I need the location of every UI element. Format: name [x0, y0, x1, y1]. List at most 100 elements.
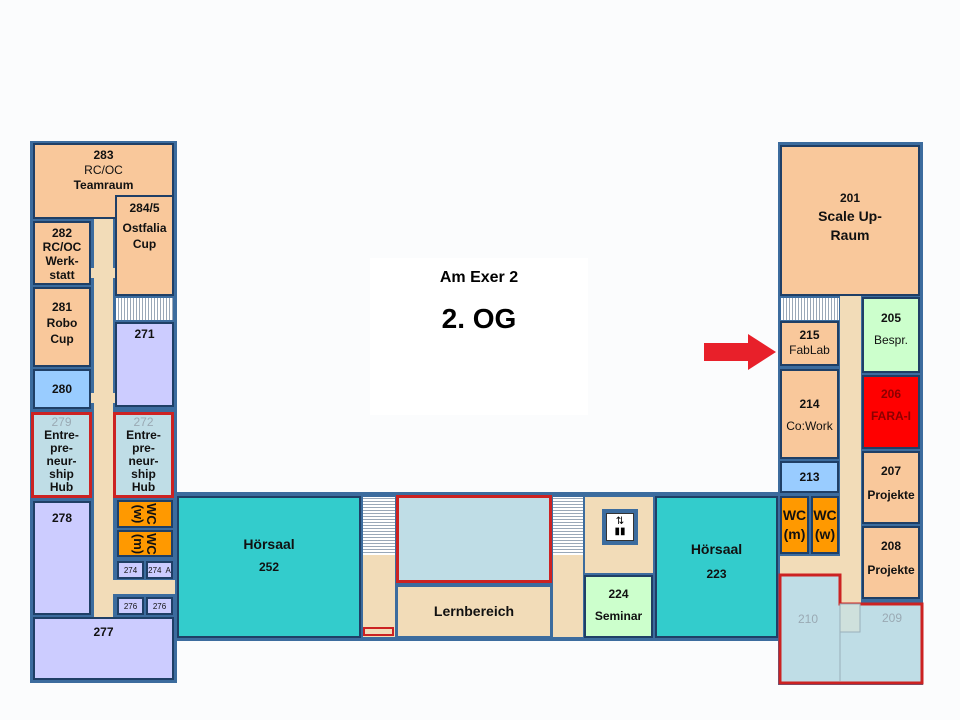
- room-283-number: 283: [93, 148, 114, 162]
- lecture-hall-223: Hörsaal 223: [655, 496, 778, 638]
- room-215-label: FabLab: [789, 343, 830, 357]
- room-272-number: 272: [133, 415, 154, 429]
- room-280-number: 280: [51, 381, 73, 396]
- room-206-label: FARA-I: [871, 409, 911, 423]
- wc-label: (m): [783, 526, 806, 542]
- room-205-number: 205: [880, 311, 902, 325]
- room-214-number: 214: [799, 397, 820, 411]
- wc-label: WC: [813, 507, 837, 523]
- room-283-label: RC/OC: [84, 163, 123, 177]
- left-corridor-branch: [90, 268, 116, 278]
- hub-label: ship: [131, 467, 156, 481]
- room-210: 210: [798, 612, 819, 626]
- wc-w-left: WC (w): [117, 500, 173, 528]
- red-arrow-icon: [704, 334, 776, 370]
- room-282-label: Werk-: [45, 254, 79, 268]
- room-206-number: 206: [880, 387, 902, 401]
- room-274: 274: [117, 561, 144, 579]
- stairs-middle-left: [363, 497, 395, 555]
- hub-label: neur-: [128, 454, 159, 468]
- red-marker: [363, 627, 394, 636]
- left-corridor-branch: [90, 393, 116, 403]
- room-215-number: 215: [799, 328, 820, 342]
- hub-label: pre-: [132, 441, 155, 455]
- left-stairs: [116, 298, 173, 320]
- room-213: 213: [780, 461, 839, 493]
- room-205-label: Bespr.: [873, 333, 909, 347]
- room-279-number: 279: [51, 415, 72, 429]
- room-208-number: 208: [880, 539, 902, 553]
- rooms-209-210-area: [778, 573, 924, 685]
- lernbereich: Lernbereich: [396, 585, 552, 638]
- hub-label: Entre-: [44, 428, 79, 442]
- left-corridor: [94, 218, 113, 618]
- room-276b-number: 276: [152, 601, 167, 611]
- wc-w-right: WC(w): [811, 496, 839, 554]
- room-277-number: 277: [93, 625, 114, 639]
- room-278: 278: [33, 501, 91, 615]
- left-corridor-branch: [113, 580, 175, 594]
- title-box: Am Exer 2 2. OG: [370, 258, 588, 415]
- room-276: 276: [117, 597, 144, 615]
- corridor-middle-left: [363, 555, 395, 637]
- lecture-hall-label: Hörsaal: [243, 536, 295, 552]
- room-274a: 274 A: [146, 561, 173, 579]
- room-207-number: 207: [880, 464, 902, 478]
- floor-label: 2. OG: [441, 303, 517, 334]
- room-282-label: statt: [49, 268, 75, 282]
- room-274-number: 274: [123, 565, 138, 575]
- room-213-number: 213: [799, 469, 820, 484]
- room-224-label: Seminar: [594, 609, 643, 623]
- hub-label: neur-: [46, 454, 77, 468]
- room-284-5-number: 284/5: [129, 201, 160, 215]
- building-name: Am Exer 2: [439, 269, 519, 286]
- wc-label: WC: [782, 507, 807, 523]
- lecture-hall-label: Hörsaal: [690, 541, 743, 557]
- hub-label: Entre-: [126, 428, 161, 442]
- lernbereich-atrium: [396, 495, 552, 583]
- stairs-middle-right: [553, 497, 583, 555]
- room-280: 280: [33, 369, 91, 409]
- wc-m-left: WC (m): [117, 530, 173, 557]
- hub-label: Hub: [131, 480, 156, 494]
- room-201-label: Raum: [830, 227, 870, 243]
- room-284-5-label: Ostfalia: [122, 221, 167, 235]
- room-201-number: 201: [839, 191, 861, 205]
- right-stairs: [781, 298, 839, 320]
- room-224-number: 224: [608, 587, 629, 601]
- right-corridor-branch: [780, 556, 860, 576]
- lecture-hall-252: Hörsaal 252: [177, 496, 361, 638]
- hub-label: Hub: [49, 480, 74, 494]
- elevator-icon: ⇅▮▮: [602, 509, 638, 545]
- hub-label: ship: [49, 467, 74, 481]
- room-271: 271: [115, 322, 174, 407]
- room-276-number: 276: [123, 601, 138, 611]
- room-277: 277: [33, 617, 174, 680]
- room-283-label: Teamraum: [73, 178, 134, 192]
- room-214-label: Co:Work: [786, 419, 833, 433]
- wc-m-label: WC (m): [131, 532, 159, 555]
- room-208-label: Projekte: [867, 563, 915, 577]
- room-281-number: 281: [51, 300, 73, 314]
- lernbereich-label: Lernbereich: [433, 603, 515, 619]
- room-282-number: 282: [51, 226, 73, 240]
- lecture-hall-number: 252: [258, 560, 280, 574]
- room-201-label: Scale Up-: [818, 208, 882, 224]
- room-278-number: 278: [51, 511, 73, 525]
- room-271-number: 271: [134, 327, 155, 341]
- lecture-hall-number: 223: [706, 567, 727, 581]
- room-209: 209: [882, 611, 903, 625]
- hub-label: pre-: [50, 441, 73, 455]
- room-281-label: Cup: [50, 332, 74, 346]
- corridor-middle-right: [553, 555, 583, 637]
